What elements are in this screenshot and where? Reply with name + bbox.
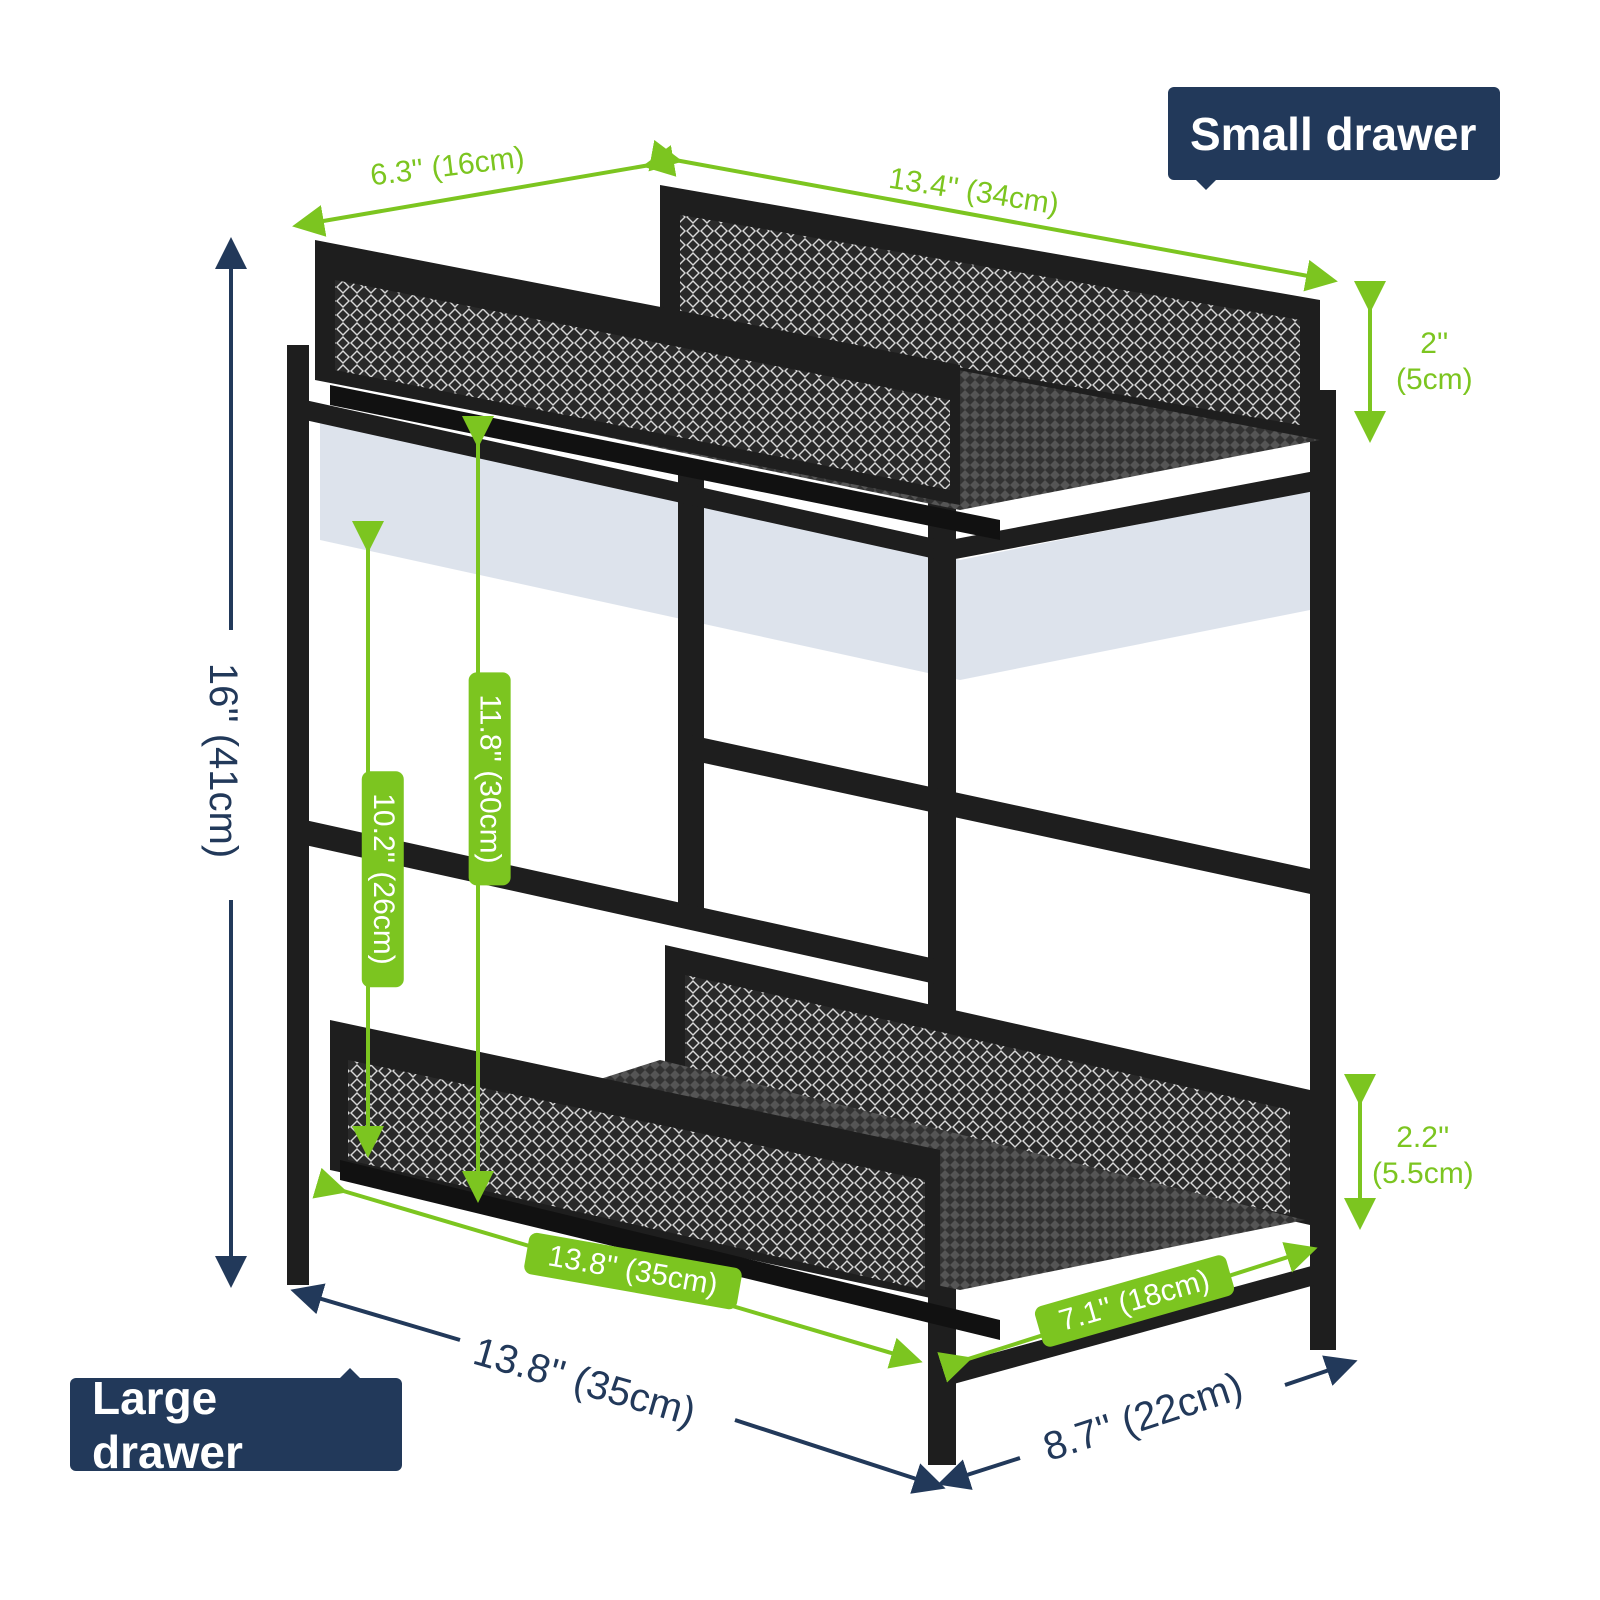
small-height-cm: (5cm)	[1396, 363, 1473, 396]
small-height-in: 2''	[1420, 327, 1449, 360]
large-height-label: 2.2'' (5.5cm)	[1372, 1120, 1474, 1192]
large-height-in: 2.2''	[1396, 1121, 1450, 1154]
large-height-cm: (5.5cm)	[1372, 1157, 1474, 1190]
navy-dimension-lines	[215, 237, 1358, 1494]
upper-clearance-label: 11.8'' (30cm)	[468, 672, 511, 886]
lower-clearance-label: 10.2'' (26cm)	[361, 771, 404, 987]
ghost-drawer	[320, 420, 1310, 680]
small-height-label: 2'' (5cm)	[1396, 326, 1473, 398]
small-drawer-tag: Small drawer	[1168, 87, 1500, 190]
large-drawer-tag: Large drawer	[70, 1368, 402, 1478]
total-height-label: 16'' (41cm)	[201, 662, 246, 859]
